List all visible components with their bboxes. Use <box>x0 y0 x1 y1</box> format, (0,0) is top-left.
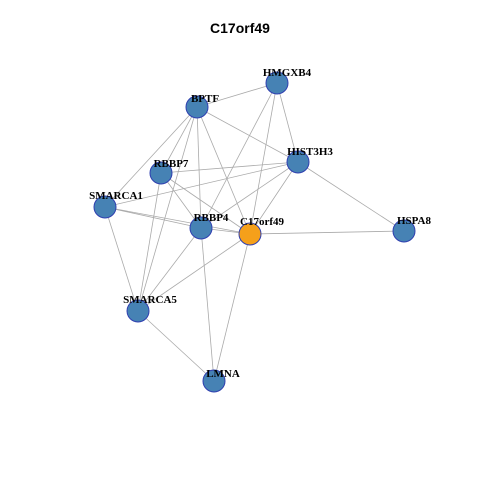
node-label-hmgxb4: HMGXB4 <box>263 67 312 79</box>
edge-hmgxb4-c17orf49 <box>249 82 278 235</box>
node-label-lmna: LMNA <box>206 368 240 380</box>
edge-bptf-hist3h3 <box>196 106 299 163</box>
edge-hist3h3-c17orf49 <box>249 161 299 235</box>
node-c17orf49[interactable] <box>238 222 262 246</box>
edge-hist3h3-rbbp7 <box>160 161 299 174</box>
edge-c17orf49-lmna <box>213 233 251 382</box>
edge-rbbp4-lmna <box>200 227 215 382</box>
edge-rbbp7-c17orf49 <box>160 172 251 235</box>
edge-bptf-rbbp4 <box>196 106 202 229</box>
edge-hist3h3-rbbp4 <box>200 161 299 229</box>
node-label-hspa8: HSPA8 <box>397 215 432 227</box>
node-hspa8[interactable] <box>392 219 416 243</box>
edge-rbbp4-smarca5 <box>137 227 202 312</box>
edge-smarca5-lmna <box>137 310 215 382</box>
node-rbbp7[interactable] <box>149 161 173 185</box>
edge-bptf-smarca1 <box>104 106 198 208</box>
edge-hist3h3-hspa8 <box>297 161 405 232</box>
node-hist3h3[interactable] <box>286 150 310 174</box>
edge-hmgxb4-bptf <box>196 82 278 108</box>
node-hmgxb4[interactable] <box>265 71 289 95</box>
node-label-smarca5: SMARCA5 <box>123 294 177 306</box>
edge-c17orf49-hspa8 <box>249 230 405 235</box>
node-label-bptf: BPTF <box>191 93 219 105</box>
edge-smarca1-smarca5 <box>104 206 139 312</box>
node-label-c17orf49: C17orf49 <box>240 216 284 228</box>
node-label-rbbp7: RBBP7 <box>154 158 189 170</box>
edge-smarca1-rbbp4 <box>104 206 202 229</box>
node-label-rbbp4: RBBP4 <box>194 212 229 224</box>
edge-hmgxb4-hist3h3 <box>276 82 299 163</box>
node-lmna[interactable] <box>202 369 226 393</box>
node-label-smarca1: SMARCA1 <box>89 190 143 202</box>
graph-title: C17orf49 <box>210 20 270 36</box>
edge-bptf-smarca5 <box>137 106 198 312</box>
edge-c17orf49-smarca5 <box>137 233 251 312</box>
node-label-hist3h3: HIST3H3 <box>287 146 333 158</box>
node-smarca5[interactable] <box>126 299 150 323</box>
edge-hist3h3-smarca1 <box>104 161 299 208</box>
edge-bptf-c17orf49 <box>196 106 251 235</box>
edge-hmgxb4-rbbp4 <box>200 82 278 229</box>
node-layer <box>93 71 416 393</box>
node-smarca1[interactable] <box>93 195 117 219</box>
edge-rbbp7-smarca5 <box>137 172 162 312</box>
node-rbbp4[interactable] <box>189 216 213 240</box>
edge-smarca1-c17orf49 <box>104 206 251 235</box>
edge-bptf-rbbp7 <box>160 106 198 174</box>
node-bptf[interactable] <box>185 95 209 119</box>
